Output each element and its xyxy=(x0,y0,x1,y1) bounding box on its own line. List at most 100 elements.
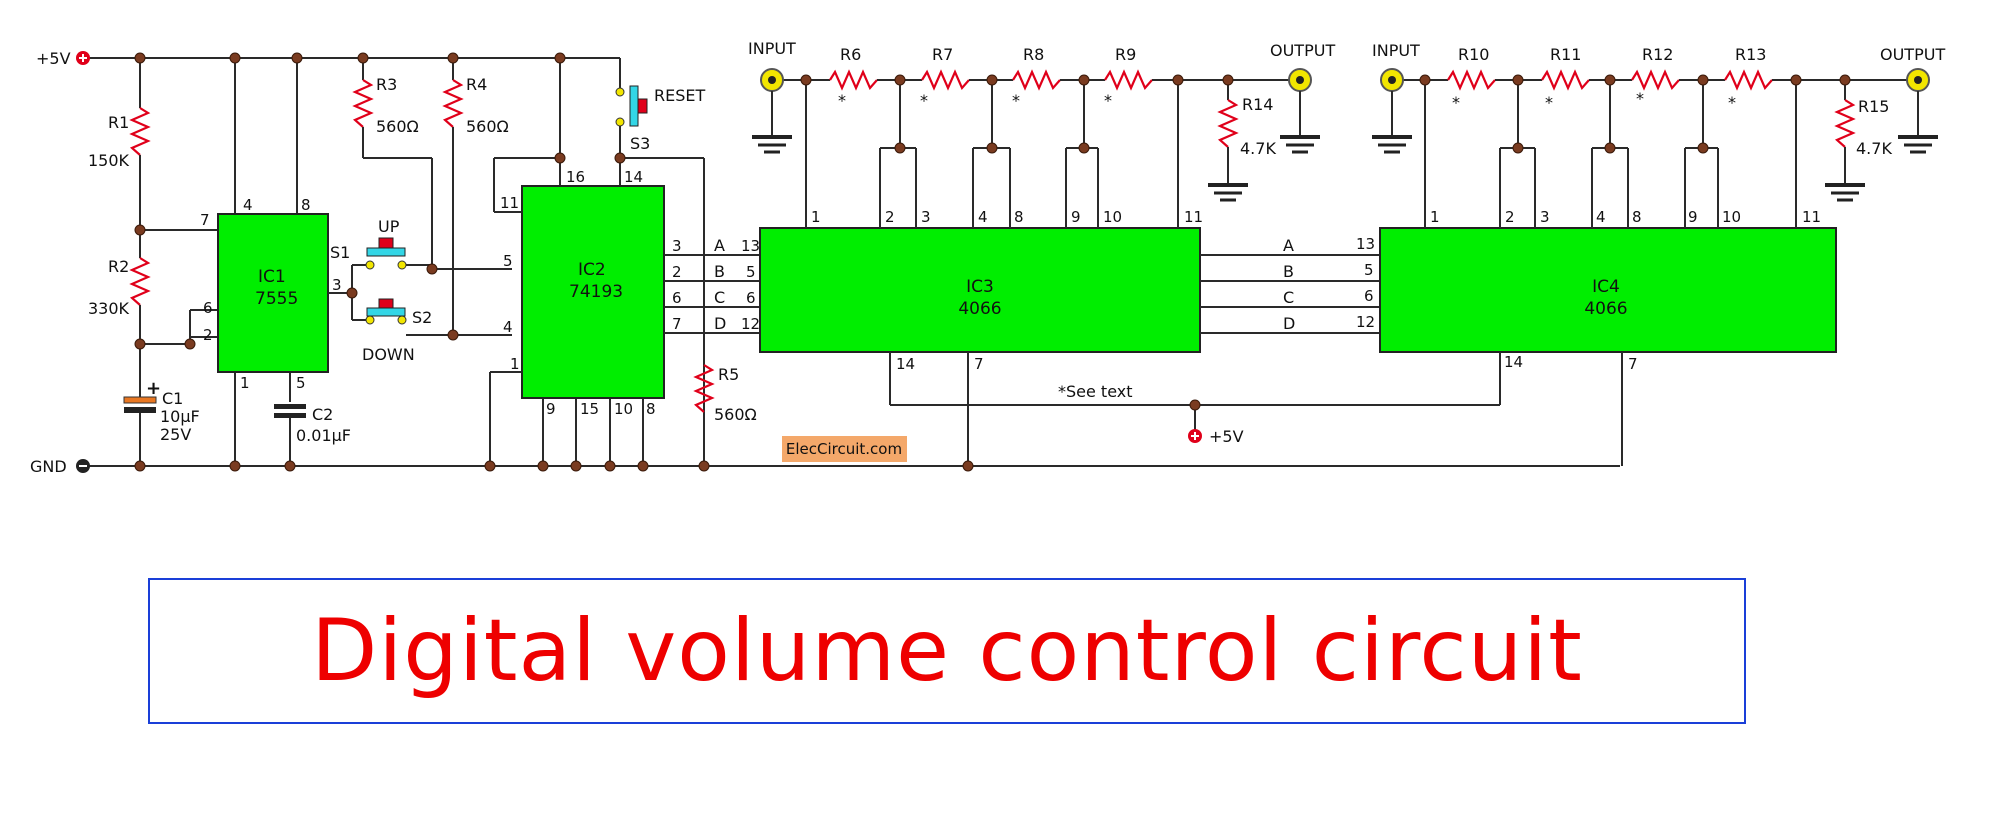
r13-mark: * xyxy=(1728,93,1736,112)
ic4-ladder: R10 R11 R12 R13 * * * * xyxy=(1398,45,1908,228)
ic1-name: IC1 xyxy=(258,267,286,287)
ic4-pin12: 12 xyxy=(1356,313,1375,331)
ic2-pin11: 11 xyxy=(500,194,519,212)
r3-value: 560Ω xyxy=(376,117,419,136)
ic3-chip: IC3 4066 1 2 3 4 8 9 10 11 14 7 xyxy=(759,208,1203,373)
ic3-pin14: 14 xyxy=(896,355,915,373)
r9-label: R9 xyxy=(1115,45,1136,64)
r9-mark: * xyxy=(1104,91,1112,110)
ic4-pin11: 11 xyxy=(1802,208,1821,226)
page-title: Digital volume control circuit xyxy=(311,601,1583,701)
see-text-note: *See text xyxy=(1058,382,1133,401)
r10-label: R10 xyxy=(1458,45,1489,64)
r3-resistor: R3 560Ω xyxy=(352,58,433,269)
r8-label: R8 xyxy=(1023,45,1044,64)
vcc-terminal: +5V xyxy=(36,49,90,68)
input1-jack: INPUT xyxy=(748,39,796,154)
ic2-part: 74193 xyxy=(569,282,623,302)
ic4-pin5: 5 xyxy=(1364,261,1374,279)
r11-label: R11 xyxy=(1550,45,1581,64)
r3-label: R3 xyxy=(376,75,397,94)
bus2-b-label: B xyxy=(1283,262,1294,281)
gnd-label: GND xyxy=(30,457,67,476)
ic4-part: 4066 xyxy=(1584,299,1627,319)
r6-label: R6 xyxy=(840,45,861,64)
ic1-pin5: 5 xyxy=(296,374,306,392)
ic4-pin1: 1 xyxy=(1430,208,1440,226)
r5-resistor: R5 560Ω xyxy=(693,364,757,424)
bus2-a-label: A xyxy=(1283,236,1294,255)
s2-label: S2 xyxy=(412,308,432,327)
ic2-pin6: 6 xyxy=(672,289,682,307)
ic1-pin2: 2 xyxy=(203,326,213,344)
s3-label: S3 xyxy=(630,134,650,153)
s3-reset-label: RESET xyxy=(654,86,705,105)
c1-capacitor: + C1 10µF 25V xyxy=(123,344,200,466)
ic2-pin14: 14 xyxy=(624,168,643,186)
input1-label: INPUT xyxy=(748,39,796,58)
r7-label: R7 xyxy=(932,45,953,64)
r2-resistor: R2 330K xyxy=(88,230,151,344)
s2-down-label: DOWN xyxy=(362,345,415,364)
output1-jack: OUTPUT xyxy=(1270,41,1335,154)
r1-label: R1 xyxy=(108,113,129,132)
watermark-text: ElecCircuit.com xyxy=(786,440,902,458)
ic1-pin7: 7 xyxy=(200,211,210,229)
ic1-pin4: 4 xyxy=(243,196,253,214)
ic3-pin2: 2 xyxy=(885,208,895,226)
r14-resistor: R14 4.7K xyxy=(1208,80,1276,202)
ic3-ladder: R6 R7 R8 R9 * * * * xyxy=(780,45,1293,228)
ic4-pin8: 8 xyxy=(1632,208,1642,226)
ic2-name: IC2 xyxy=(578,260,606,280)
output1-label: OUTPUT xyxy=(1270,41,1335,60)
ic3-pin12: 12 xyxy=(741,315,760,333)
ic2-pin8: 8 xyxy=(646,400,656,418)
ic2-pin3: 3 xyxy=(672,237,682,255)
ic2-pin10: 10 xyxy=(614,400,633,418)
ic4-pin9: 9 xyxy=(1688,208,1698,226)
ic2-pin5: 5 xyxy=(503,252,513,270)
ic4-pin6: 6 xyxy=(1364,287,1374,305)
ic3-pin10: 10 xyxy=(1103,208,1122,226)
ic2-pin1: 1 xyxy=(510,355,520,373)
r12-mark: * xyxy=(1636,89,1644,108)
c2-capacitor: C2 0.01µF xyxy=(274,404,351,445)
input2-jack: INPUT xyxy=(1372,41,1420,154)
ic4-pin4: 4 xyxy=(1596,208,1606,226)
ic3-part: 4066 xyxy=(958,299,1001,319)
ic3-pin4: 4 xyxy=(978,208,988,226)
ic3-pin8: 8 xyxy=(1014,208,1024,226)
ic3-pin6: 6 xyxy=(746,289,756,307)
junction-dots xyxy=(134,52,1851,472)
ic4-name: IC4 xyxy=(1592,277,1620,297)
ic4-chip: IC4 4066 1 2 3 4 8 9 10 11 14 7 xyxy=(1379,208,1837,373)
r6-mark: * xyxy=(838,91,846,110)
r7-mark: * xyxy=(920,91,928,110)
r1-resistor: R1 150K xyxy=(88,58,151,230)
s3-reset-switch: RESET S3 xyxy=(615,85,705,153)
ic2-pin7: 7 xyxy=(672,315,682,333)
ic1-pin6: 6 xyxy=(203,299,213,317)
ic2-pin2: 2 xyxy=(672,263,682,281)
watermark-badge: ElecCircuit.com xyxy=(782,436,907,462)
bus2-d-label: D xyxy=(1283,314,1295,333)
ic2-pin9: 9 xyxy=(546,400,556,418)
c2-value: 0.01µF xyxy=(296,426,351,445)
r13-label: R13 xyxy=(1735,45,1766,64)
ic4-pin14: 14 xyxy=(1504,353,1523,371)
r1-value: 150K xyxy=(88,151,130,170)
bus-a-label: A xyxy=(714,236,725,255)
bus-d-label: D xyxy=(714,314,726,333)
c1-voltage: 25V xyxy=(160,425,191,444)
ic1-pin1: 1 xyxy=(240,374,250,392)
r5-label: R5 xyxy=(718,365,739,384)
ic1-chip: IC1 7555 4 8 7 6 2 3 1 5 xyxy=(200,196,342,392)
ic3-pin7: 7 xyxy=(974,355,984,373)
r14-label: R14 xyxy=(1242,95,1273,114)
bus2-c-label: C xyxy=(1283,288,1294,307)
r4-value: 560Ω xyxy=(466,117,509,136)
r15-value: 4.7K xyxy=(1856,139,1892,158)
r15-label: R15 xyxy=(1858,97,1889,116)
title-frame: Digital volume control circuit xyxy=(148,578,1746,724)
